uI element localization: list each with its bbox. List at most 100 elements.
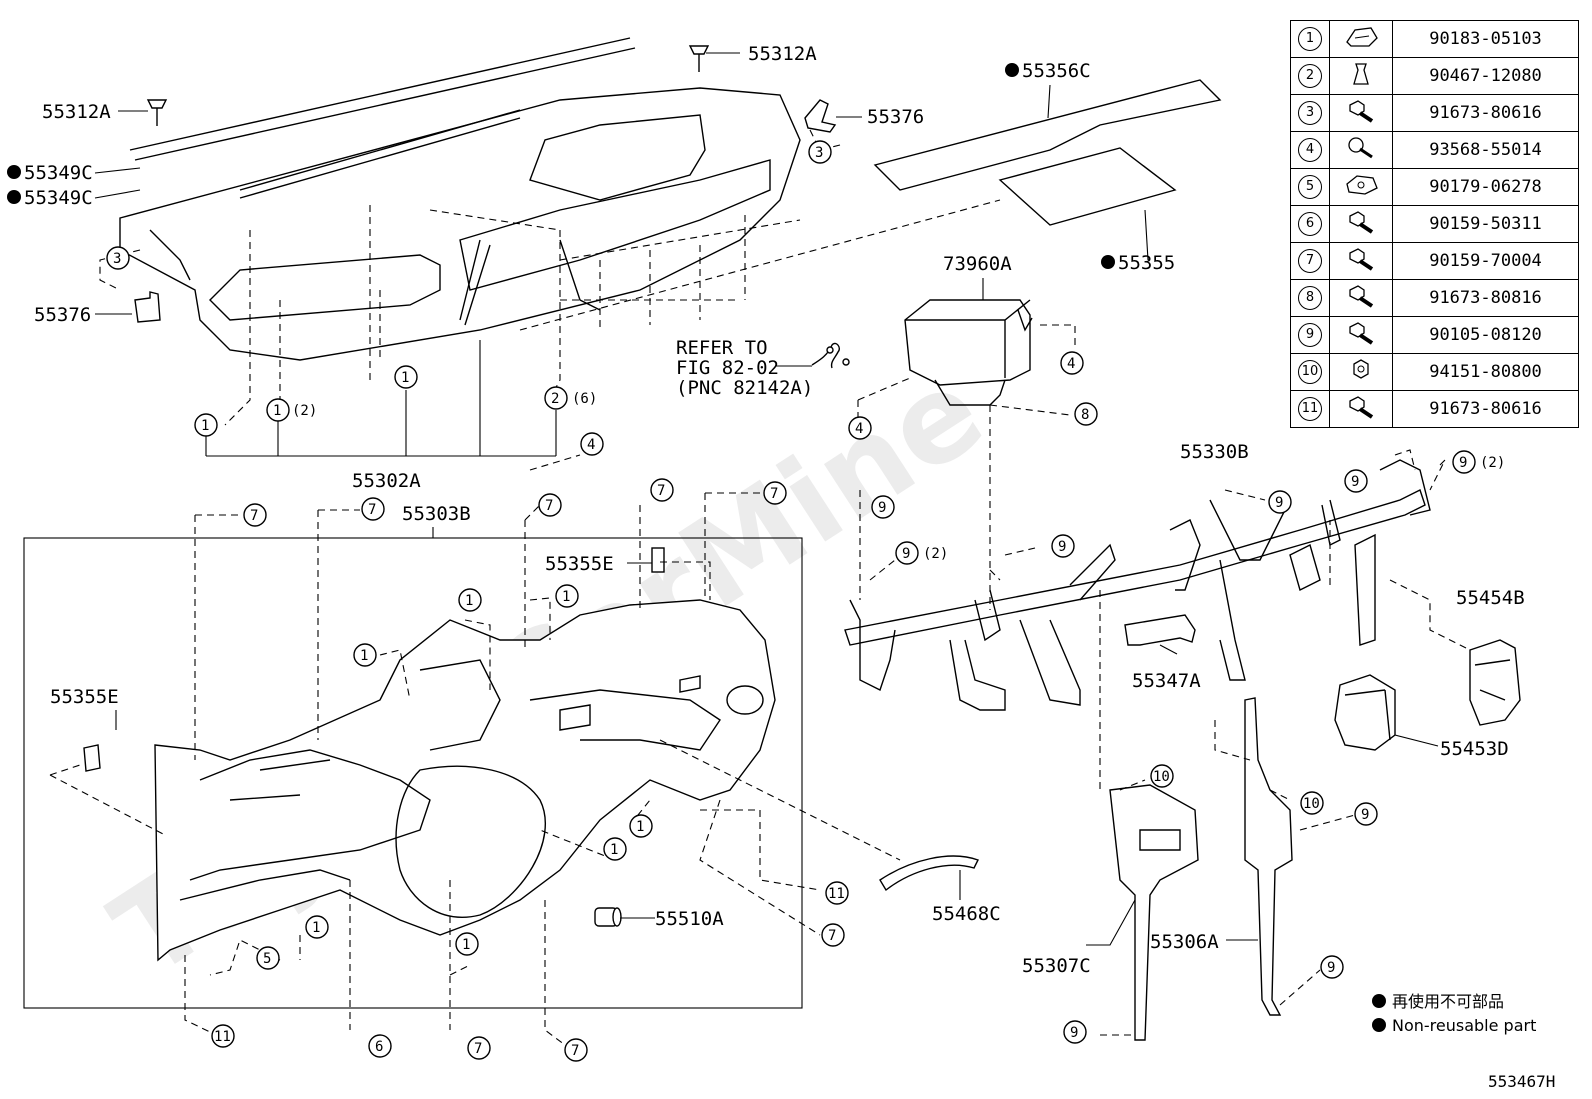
qty-2: (2) (923, 546, 948, 562)
legend-number-circle: 1 (1298, 27, 1322, 51)
bracket-55376-right[interactable] (804, 99, 837, 133)
callout-7: 7 (821, 923, 845, 947)
pad-55355E-left[interactable] (83, 744, 101, 772)
callout-7: 7 (564, 1038, 588, 1062)
svg-text:9: 9 (1070, 1025, 1078, 1041)
bolt-icon (1329, 390, 1393, 428)
trim-55468C[interactable] (879, 855, 979, 892)
assembly-box-55303B (23, 537, 803, 1009)
legend-part-number[interactable]: 93568-55014 (1392, 131, 1579, 169)
label-55349C: 55349C (24, 162, 93, 184)
callout-9: 9 (1063, 1020, 1087, 1044)
label-55306A: 55306A (1150, 931, 1219, 953)
bolt-icon (1329, 316, 1393, 354)
legend-part-number[interactable]: 90467-12080 (1392, 57, 1579, 95)
callout-1: 1 (266, 398, 290, 422)
svg-text:3: 3 (113, 251, 121, 267)
non-reusable-marker (7, 165, 21, 179)
callout-9: 9 (1452, 450, 1476, 474)
svg-text:1: 1 (462, 937, 470, 953)
legend-number: 5 (1290, 168, 1330, 206)
silencer-55356C[interactable] (873, 79, 1222, 191)
instrument-panel-upper[interactable] (119, 37, 801, 361)
callout-3: 3 (106, 246, 130, 270)
connector-82142A[interactable] (811, 342, 850, 369)
cover-55453D[interactable] (1334, 674, 1396, 751)
label-55376: 55376 (867, 106, 924, 128)
brace-55307C[interactable] (1109, 784, 1199, 1041)
label-55356C: 55356C (1022, 60, 1091, 82)
bracket-55347A[interactable] (1124, 614, 1196, 646)
svg-text:5: 5 (263, 951, 271, 967)
svg-text:9: 9 (1351, 474, 1359, 490)
non-reusable-marker (7, 190, 21, 204)
clip-55312A-left[interactable] (146, 99, 168, 126)
svg-text:4: 4 (587, 437, 595, 453)
svg-text:3: 3 (815, 145, 823, 161)
reinforcement-55330B[interactable] (844, 459, 1431, 711)
callout-1: 1 (555, 584, 579, 608)
clip-55312A-top[interactable] (688, 45, 710, 72)
legend-part-number[interactable]: 90105-08120 (1392, 316, 1579, 354)
svg-text:1: 1 (465, 593, 473, 609)
refer-to-line2: FIG 82-02 (676, 357, 779, 379)
instrument-panel-lower[interactable] (154, 599, 776, 962)
callout-7: 7 (467, 1036, 491, 1060)
svg-text:1: 1 (610, 842, 618, 858)
label-55454B: 55454B (1456, 587, 1525, 609)
legend-number-circle: 7 (1298, 249, 1322, 273)
callout-9: 9 (895, 541, 919, 565)
label-55312A: 55312A (748, 43, 817, 65)
legend-part-number[interactable]: 90183-05103 (1392, 20, 1579, 58)
label-55330B: 55330B (1180, 441, 1249, 463)
legend-number: 2 (1290, 57, 1330, 95)
svg-text:9: 9 (1058, 539, 1066, 555)
silencer-55355[interactable] (998, 147, 1177, 226)
legend-row: 5 90179-06278 (1290, 168, 1579, 206)
svg-text:9: 9 (1361, 807, 1369, 823)
legend-row: 7 90159-70004 (1290, 242, 1579, 280)
svg-text:7: 7 (474, 1041, 482, 1057)
svg-text:7: 7 (250, 508, 258, 524)
label-55355E: 55355E (545, 553, 614, 575)
junction-block-73960A[interactable] (904, 299, 1033, 406)
legend-number: 8 (1290, 279, 1330, 317)
label-55510A: 55510A (655, 908, 724, 930)
svg-text:7: 7 (828, 928, 836, 944)
pad-55355E-top[interactable] (651, 547, 665, 573)
callout-7: 7 (243, 503, 267, 527)
clip-nut-icon (1329, 20, 1393, 58)
brace-55306A[interactable] (1244, 697, 1293, 1016)
legend-part-number[interactable]: 90179-06278 (1392, 168, 1579, 206)
legend-part-number[interactable]: 91673-80816 (1392, 279, 1579, 317)
legend-number-circle: 4 (1298, 138, 1322, 162)
diagram-code: 553467H (1488, 1072, 1556, 1091)
legend-part-number[interactable]: 90159-70004 (1392, 242, 1579, 280)
legend-part-number[interactable]: 91673-80616 (1392, 390, 1579, 428)
label-55355: 55355 (1118, 252, 1175, 274)
svg-text:7: 7 (657, 483, 665, 499)
legend-part-number[interactable]: 90159-50311 (1392, 205, 1579, 243)
callout-4: 4 (848, 416, 872, 440)
legend-number: 6 (1290, 205, 1330, 243)
note-non-reusable-en: Non-reusable part (1372, 1014, 1536, 1038)
bumper-55510A[interactable] (594, 907, 622, 927)
nut-icon (1329, 353, 1393, 391)
bracket-55454B[interactable] (1469, 639, 1521, 726)
svg-text:11: 11 (214, 1029, 231, 1045)
note-non-reusable-jp: 再使用不可部品 (1372, 990, 1536, 1014)
callout-7: 7 (538, 493, 562, 517)
callout-9: 9 (1320, 955, 1344, 979)
legend-part-number[interactable]: 91673-80616 (1392, 94, 1579, 132)
legend-part-number[interactable]: 94151-80800 (1392, 353, 1579, 391)
callout-9: 9 (1354, 802, 1378, 826)
bracket-55376-left[interactable] (134, 291, 161, 323)
svg-text:1: 1 (360, 648, 368, 664)
callout-5: 5 (256, 946, 280, 970)
bullet-icon (1372, 994, 1386, 1008)
label-55307C: 55307C (1022, 955, 1091, 977)
